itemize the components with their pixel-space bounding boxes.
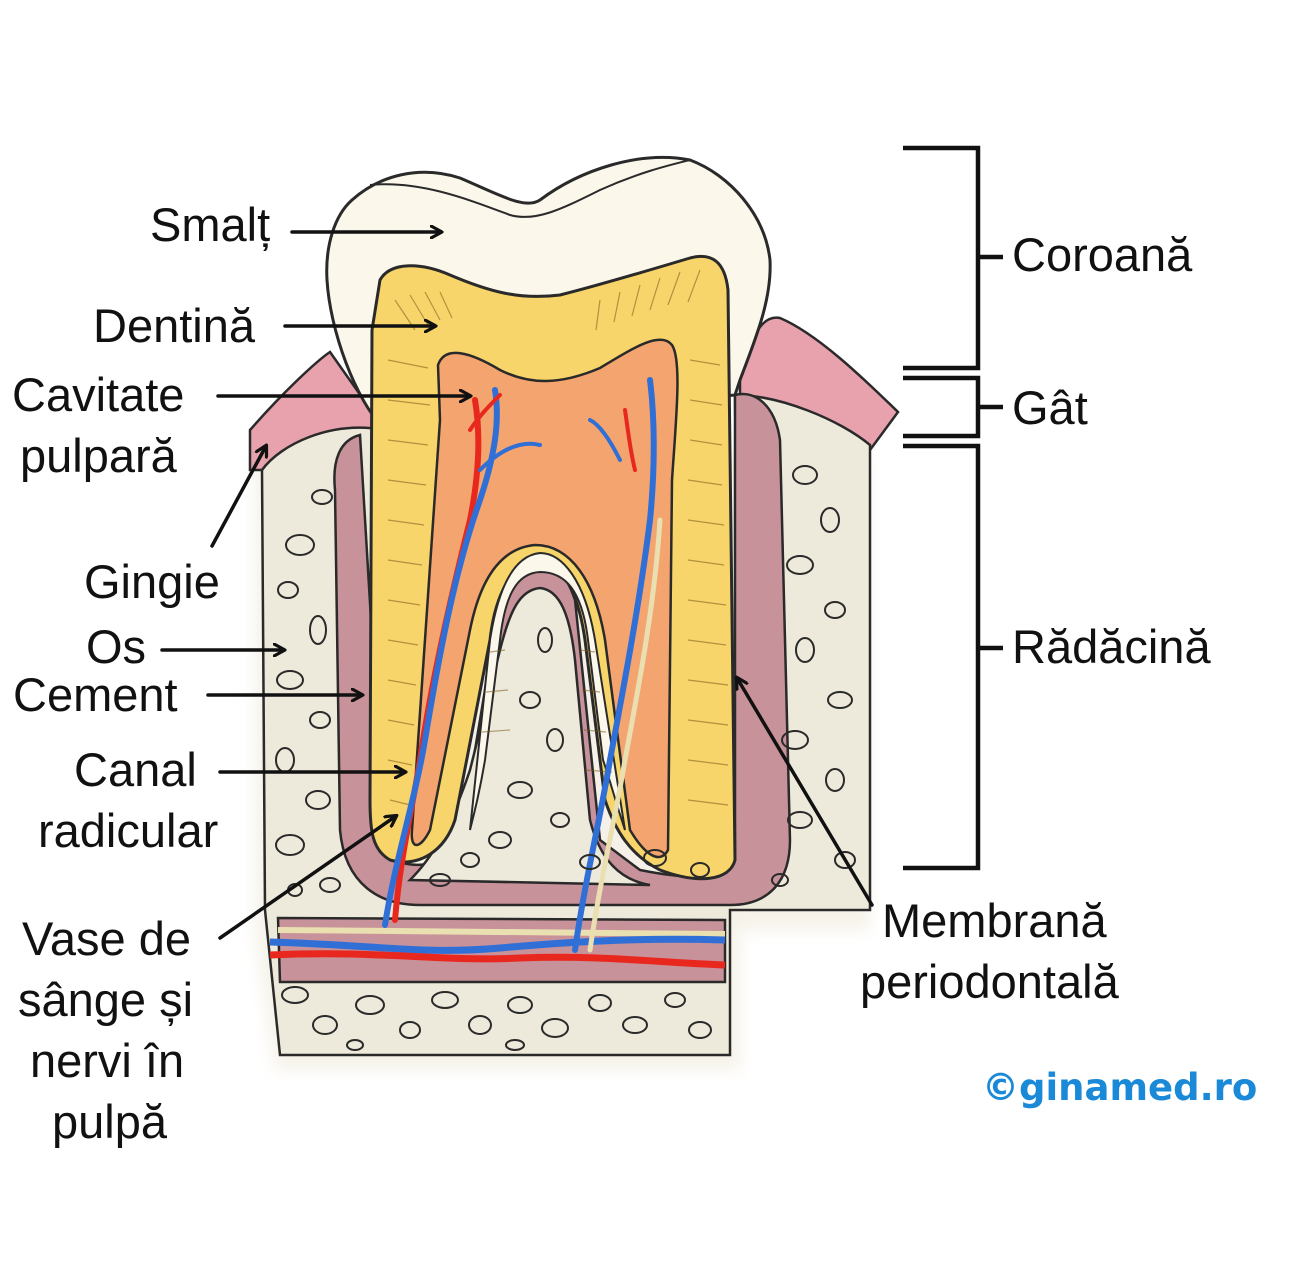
section-brackets bbox=[903, 145, 1003, 871]
watermark: ©ginamed.ro bbox=[982, 1066, 1258, 1109]
pulp-vessels bbox=[382, 377, 663, 953]
arrow-membrana bbox=[737, 678, 874, 907]
vein-trunk bbox=[269, 935, 726, 954]
nerve-trunk bbox=[277, 927, 726, 937]
label-canal-2: radicular bbox=[38, 804, 219, 857]
label-vase-3: nervi în bbox=[30, 1034, 185, 1087]
label-cement: Cement bbox=[13, 668, 178, 721]
label-cavitate-1: Cavitate bbox=[12, 368, 185, 421]
bracket-radacina bbox=[903, 443, 1003, 871]
label-membrana-1: Membrană bbox=[882, 894, 1107, 947]
arrow-gingie bbox=[210, 446, 266, 548]
inner-dentin bbox=[469, 551, 626, 831]
label-os: Os bbox=[86, 620, 147, 673]
bracket-coroana bbox=[903, 145, 1003, 371]
label-coroana: Coroană bbox=[1012, 228, 1193, 281]
leader-arrows bbox=[160, 232, 874, 940]
label-dentina: Dentină bbox=[93, 299, 255, 352]
label-smalt: Smalț bbox=[150, 198, 271, 251]
label-vase-2: sânge și bbox=[18, 973, 194, 1026]
artery-trunk bbox=[269, 950, 726, 969]
label-gat: Gât bbox=[1012, 381, 1088, 434]
label-vase-1: Vase de bbox=[22, 912, 191, 965]
label-gingie: Gingie bbox=[84, 555, 220, 608]
label-radacina: Rădăcină bbox=[1012, 620, 1211, 673]
label-membrana-2: periodontală bbox=[860, 955, 1119, 1008]
bracket-gat bbox=[903, 375, 1003, 439]
label-canal-1: Canal bbox=[74, 743, 197, 796]
label-vase-4: pulpă bbox=[52, 1095, 167, 1148]
dentin-tubules bbox=[387, 269, 729, 806]
bone-pores bbox=[275, 465, 856, 1051]
label-cavitate-2: pulpară bbox=[20, 429, 177, 482]
arrow-vase bbox=[218, 816, 396, 940]
enamel-cusp-line bbox=[369, 159, 691, 219]
